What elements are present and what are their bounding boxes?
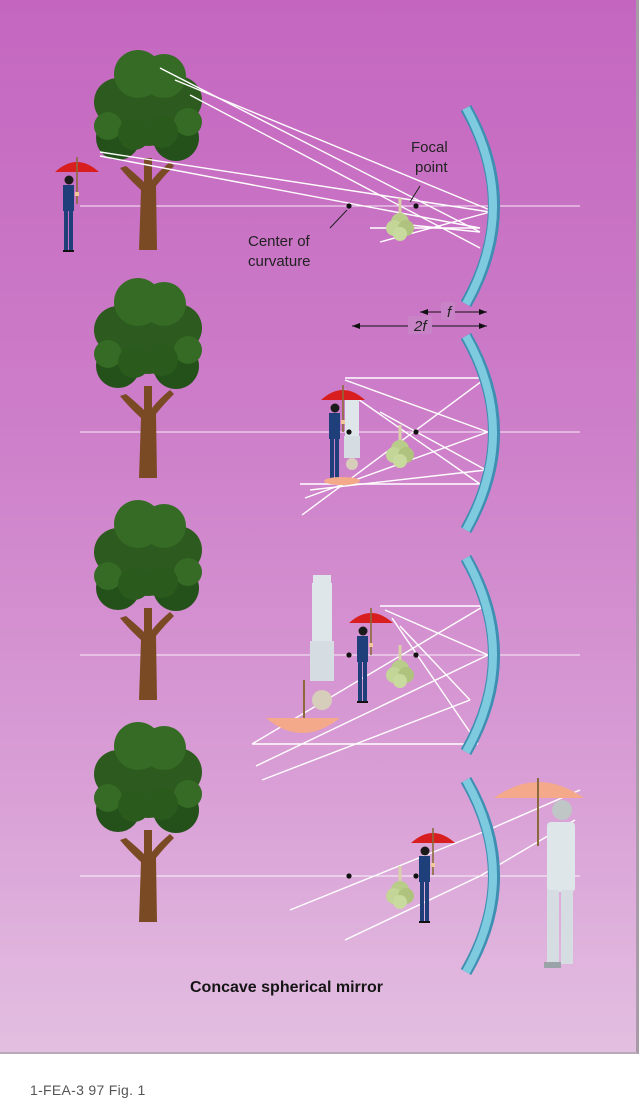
tree-image-4 — [384, 864, 416, 911]
man-image-2 — [344, 400, 360, 470]
focal-point-label-1: Focal — [411, 139, 448, 156]
focal-point-dot — [413, 203, 419, 209]
tree-image-3 — [384, 643, 416, 690]
tree-image-1 — [384, 196, 416, 243]
center-label-2: curvature — [248, 253, 311, 270]
tree-image-2 — [384, 423, 416, 470]
tree-object-2 — [94, 278, 202, 478]
man-object-1 — [54, 156, 100, 253]
tree-object-4 — [94, 722, 202, 922]
figure-caption: 1-FEA-3 97 Fig. 1 — [30, 1082, 146, 1098]
rays-2 — [300, 377, 489, 516]
tree-object-3 — [94, 500, 202, 700]
panel-4 — [80, 722, 584, 976]
panel-2 — [80, 278, 580, 533]
man-virtual-image-4 — [494, 778, 584, 968]
dimension-markers — [352, 302, 487, 334]
f-label: f — [447, 304, 453, 321]
concave-mirror-3 — [462, 556, 497, 754]
concave-mirror-4 — [462, 778, 497, 974]
diagram-background — [0, 0, 639, 1054]
man-image-3 — [266, 575, 340, 733]
focal-point-label-2: point — [415, 159, 448, 176]
panel-1: Focal point Center of curvature f 2f — [54, 50, 580, 335]
rays-3 — [251, 605, 489, 781]
panel-3 — [80, 500, 580, 781]
mirror-diagram: Focal point Center of curvature f 2f — [54, 50, 584, 996]
center-of-curvature-dot — [346, 203, 352, 209]
concave-mirror-1 — [462, 106, 497, 306]
concave-mirror-2 — [462, 334, 497, 532]
diagram-title: Concave spherical mirror — [190, 979, 383, 996]
two-f-label: 2f — [413, 318, 428, 335]
tree-object-1 — [94, 50, 202, 250]
center-label-1: Center of — [248, 233, 311, 250]
